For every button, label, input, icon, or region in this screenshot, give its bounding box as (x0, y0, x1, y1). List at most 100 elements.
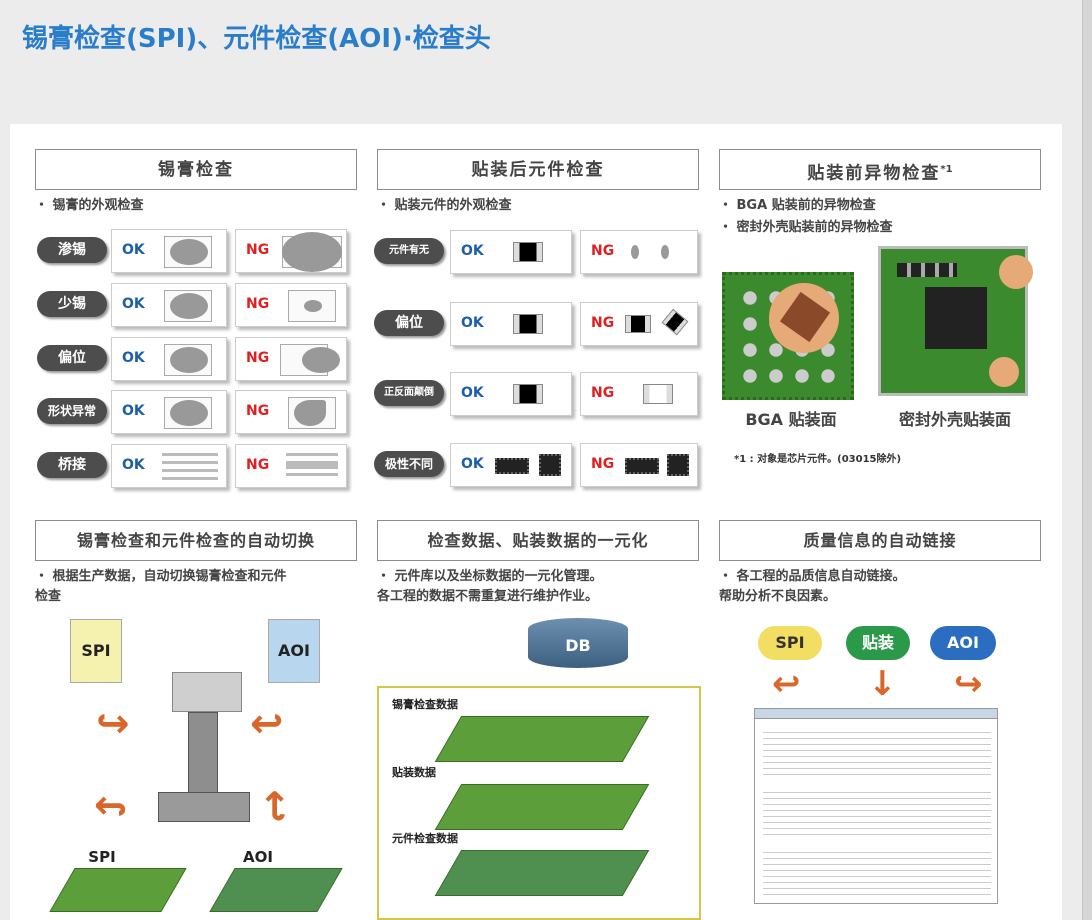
chip-component (625, 315, 651, 333)
spi-pcb-board (49, 868, 187, 912)
report-table (763, 787, 991, 837)
foreign-object-zoom (999, 255, 1033, 289)
window-titlebar (755, 709, 997, 719)
section-title-text: 贴装前异物检查 (807, 163, 941, 184)
row-label: 正反面颠倒 (374, 380, 444, 406)
report-table (763, 847, 991, 897)
aoi-pcb-board (209, 868, 343, 912)
pad-stripe (162, 469, 218, 472)
qfp-chip (925, 287, 987, 349)
layer-label-solder: 锡膏检查数据 (392, 698, 458, 711)
aoi-board-label: AOI (243, 848, 273, 866)
solder-blob (302, 347, 340, 373)
section-desc-foreign-2: ・ 密封外壳贴装前的异物检查 (719, 220, 893, 235)
solder-blob (170, 239, 208, 265)
pad-stripe (162, 477, 218, 480)
ok-label: OK (122, 296, 145, 312)
ng-label: NG (591, 243, 615, 259)
ng-example: NG (235, 390, 347, 434)
section-title-quality: 质量信息的自动链接 (719, 520, 1041, 561)
row-label: 极性不同 (374, 451, 444, 477)
ok-example: OK (450, 372, 572, 416)
ok-example: OK (111, 444, 227, 488)
ic-component (625, 458, 659, 474)
ic-component (539, 454, 561, 476)
pad-mark (661, 245, 669, 259)
flipped-chip (643, 384, 673, 404)
inspection-head-illustration (158, 672, 250, 832)
ok-example: OK (111, 390, 227, 434)
footnote: *1 : 对象是芯片元件。(03015除外) (734, 454, 902, 465)
solder-blob (304, 300, 322, 312)
ng-example: NG (580, 372, 698, 416)
report-table (763, 727, 991, 777)
down-arrow-icon: ↓ (868, 664, 897, 704)
bridge-stripe (286, 461, 338, 469)
chip-component (513, 314, 543, 334)
curved-arrow-icon: ↪ (94, 783, 128, 829)
row-label: 少锡 (37, 291, 107, 317)
chip-component (513, 384, 543, 404)
chip-component (661, 308, 689, 336)
solder-blob (170, 347, 208, 373)
row-label: 偏位 (374, 310, 444, 336)
ng-label: NG (246, 350, 270, 366)
db-label: DB (565, 636, 591, 655)
shield-board-illustration (878, 246, 1033, 396)
section-title-foreign: 贴装前异物检查*1 (719, 149, 1041, 190)
pad-stripe (286, 473, 338, 476)
row-label: 元件有无 (374, 238, 444, 264)
layer-label-component: 元件检查数据 (392, 832, 458, 845)
mount-data-pcb (434, 784, 650, 830)
ok-example: OK (450, 230, 572, 274)
curved-arrow-icon: ↪ (96, 701, 130, 747)
ok-label: OK (122, 242, 145, 258)
ng-label: NG (591, 456, 615, 472)
ng-example: NG (235, 283, 347, 327)
foreign-object-zoom (989, 357, 1019, 387)
row-label: 偏位 (37, 345, 107, 371)
ng-label: NG (591, 315, 615, 331)
solder-blob (282, 232, 342, 272)
ok-label: OK (461, 385, 484, 401)
ng-example: NG (580, 302, 698, 346)
section-title-solder: 锡膏检查 (35, 149, 357, 190)
curved-arrow-icon: ↩ (954, 664, 983, 704)
ok-example: OK (450, 302, 572, 346)
solder-blob (170, 400, 208, 426)
ng-label: NG (246, 403, 270, 419)
head-base (158, 792, 250, 822)
section-title-component: 贴装后元件检查 (377, 149, 699, 190)
row-label: 渗锡 (37, 237, 107, 263)
component-row-top (897, 263, 957, 277)
database-icon: DB (528, 618, 628, 668)
solder-blob (294, 400, 326, 426)
section-desc-foreign-1: ・ BGA 贴装前的异物检查 (719, 198, 876, 213)
caption-bga: BGA 贴装面 (745, 410, 837, 429)
ng-example: NG (235, 337, 347, 381)
scrollbar[interactable] (1082, 0, 1092, 920)
content-panel: 锡膏检查 ・ 锡膏的外观检查 渗锡 OK NG 少锡 OK NG 偏位 OK N… (10, 124, 1062, 920)
section-desc-component: ・ 贴装元件的外观检查 (377, 198, 512, 213)
ng-example: NG (235, 229, 347, 273)
data-layers-frame (377, 686, 701, 920)
ok-label: OK (461, 456, 484, 472)
page-title: 锡膏检查(SPI)、元件检查(AOI)·检查头 (22, 24, 491, 54)
head-top (172, 672, 242, 712)
section-desc-solder: ・ 锡膏的外观检查 (35, 198, 144, 213)
ng-example: NG (235, 444, 347, 488)
component-data-pcb (434, 850, 650, 896)
spi-badge: SPI (758, 626, 822, 660)
aoi-badge: AOI (930, 626, 996, 660)
ok-label: OK (461, 243, 484, 259)
section-desc-unify: ・ 元件库以及坐标数据的一元化管理。 各工程的数据不需重复进行维护作业。 (377, 569, 603, 604)
layer-label-mount: 贴装数据 (392, 766, 436, 779)
ng-label: NG (246, 457, 270, 473)
ng-label: NG (246, 296, 270, 312)
ng-label: NG (246, 242, 270, 258)
caption-shield: 密封外壳贴装面 (898, 410, 1011, 429)
ng-example: NG (580, 230, 698, 274)
aoi-document-icon: AOI (268, 619, 320, 683)
bga-board-illustration (722, 272, 854, 400)
pad-stripe (286, 453, 338, 456)
